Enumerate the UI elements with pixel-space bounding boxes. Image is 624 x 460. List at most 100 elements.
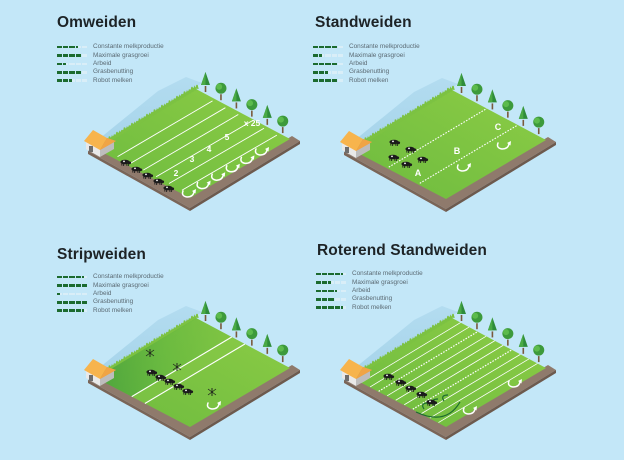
rotation-arrow-icon — [181, 189, 196, 198]
rating-bar — [57, 309, 87, 313]
rating-row: Arbeid — [57, 290, 164, 298]
strip-divider — [438, 363, 538, 423]
rating-segment — [316, 306, 322, 310]
movement-arrow-icon — [442, 394, 449, 402]
rating-segment — [57, 45, 63, 49]
rating-bar — [313, 45, 343, 49]
farmhouse-icon — [84, 130, 116, 157]
rating-bar — [313, 79, 343, 83]
rating-segment — [328, 281, 334, 284]
rating-segment — [69, 62, 75, 66]
panel-title: Standweiden — [315, 14, 412, 31]
paddock-divider — [168, 127, 265, 184]
paddock-label: x 25 — [244, 118, 261, 128]
rating-segment — [313, 45, 319, 49]
rating-segment — [331, 45, 337, 49]
rating-segment — [316, 298, 322, 301]
rating-bar — [57, 79, 87, 83]
rating-segment — [331, 79, 337, 83]
rating-segment — [334, 281, 340, 284]
paddock-label: 3 — [190, 154, 195, 164]
rating-label: Arbeid — [93, 59, 112, 67]
rating-row: Grasbenutting — [57, 68, 164, 76]
rotation-arrow-icon — [507, 379, 522, 388]
soil-path — [344, 365, 556, 437]
rating-segment — [319, 54, 325, 57]
rating-segment — [331, 54, 337, 57]
rating-segment — [319, 71, 325, 74]
block-divider — [412, 349, 513, 410]
soil-edge — [344, 152, 446, 212]
rating-segment — [75, 79, 81, 83]
rating-segment — [81, 275, 87, 279]
rating-segment — [69, 292, 75, 296]
paddock-label: A — [415, 168, 422, 178]
rating-label: Maximale grasgroei — [93, 281, 149, 289]
rating-label: Maximale grasgroei — [352, 278, 408, 286]
rating-segment — [316, 289, 322, 293]
paddock-divider — [388, 108, 488, 168]
rating-segment — [81, 79, 87, 83]
round-tree-icon — [502, 100, 514, 118]
fresh-strip — [131, 337, 245, 404]
rating-bar — [57, 54, 87, 57]
movement-arrow-icon — [415, 401, 461, 418]
rating-segment — [325, 62, 331, 66]
rotation-arrow-icon — [240, 155, 255, 165]
illustration-standweiden: ABC — [340, 73, 556, 212]
house-wall — [356, 370, 370, 386]
soil-edge — [344, 380, 446, 440]
rating-segment — [81, 301, 87, 304]
rating-bar — [57, 275, 87, 279]
rating-label: Maximale grasgroei — [93, 51, 149, 59]
round-tree-icon — [471, 83, 483, 102]
movement-arrow-icon — [422, 402, 429, 410]
grass-field — [96, 318, 290, 427]
rating-segment — [75, 309, 81, 313]
tree-row — [457, 301, 545, 363]
rating-segment — [63, 79, 69, 83]
cow-icon — [388, 154, 400, 161]
rating-label: Robot melken — [93, 76, 133, 84]
rating-segment — [322, 289, 328, 293]
round-tree-icon — [215, 311, 227, 330]
cow-icon — [389, 139, 401, 146]
strip-divider — [361, 322, 461, 383]
rating-segment — [69, 45, 75, 49]
rating-label: Constante melkproductie — [93, 273, 164, 281]
soil-edge — [190, 370, 300, 440]
paddock-label: C — [495, 122, 502, 132]
conifer-tree-icon — [487, 317, 497, 338]
rating-bar — [313, 62, 343, 66]
fence-wire — [131, 336, 233, 398]
rating-segment — [313, 54, 319, 57]
rating-segment — [316, 281, 322, 284]
tree-row — [457, 73, 545, 135]
rating-segment — [340, 272, 346, 276]
rating-segment — [57, 275, 63, 279]
rating-row: Grasbenutting — [313, 68, 420, 76]
rating-row: Maximale grasgroei — [316, 278, 423, 286]
rating-bar — [316, 289, 346, 293]
rating-segment — [340, 298, 346, 301]
rating-segment — [340, 306, 346, 310]
fence-post-icon — [207, 388, 217, 396]
rating-row: Robot melken — [57, 307, 164, 315]
rating-bar — [316, 272, 346, 276]
cow-icon — [182, 388, 194, 395]
rating-segment — [325, 71, 331, 74]
rating-segment — [313, 79, 319, 83]
rating-bar — [316, 281, 346, 284]
rating-segment — [75, 71, 81, 74]
house-door — [89, 146, 93, 152]
rating-label: Arbeid — [93, 289, 112, 297]
rating-label: Maximale grasgroei — [349, 51, 405, 59]
rating-row: Maximale grasgroei — [57, 51, 164, 59]
rating-segment — [331, 71, 337, 74]
strip-divider — [429, 358, 530, 419]
rating-bar — [313, 54, 343, 57]
soil-edge — [446, 142, 556, 212]
cow-icon — [173, 383, 185, 390]
rating-segment — [63, 301, 69, 304]
